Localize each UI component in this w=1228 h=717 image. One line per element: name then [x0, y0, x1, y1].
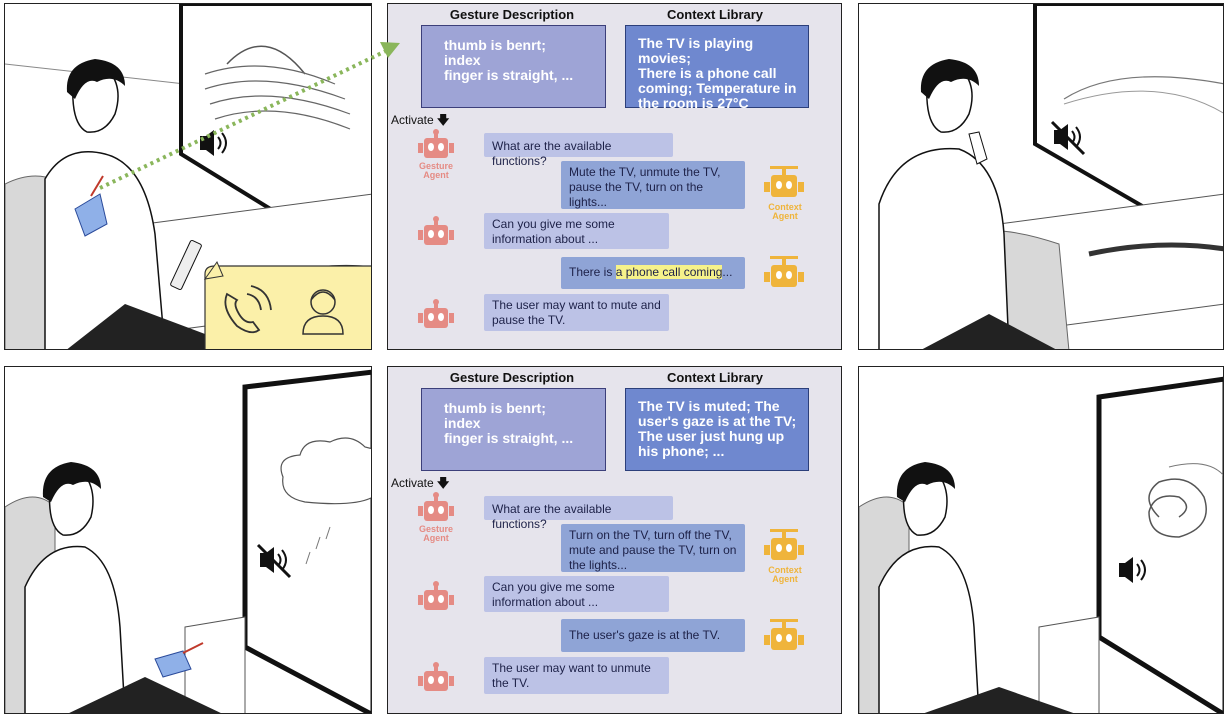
activate-text: Activate: [391, 113, 434, 127]
context-agent-label: Context Agent: [764, 566, 806, 584]
message-text: The user may want to unmute: [492, 661, 651, 675]
activate-label: Activate 🡇: [391, 111, 449, 132]
context-agent-robot-icon: [764, 166, 804, 197]
gesture-text-line: finger is straight, ...: [444, 67, 574, 83]
gesture-description-header: Gesture Description: [449, 370, 575, 385]
message-text: information about ...: [492, 595, 599, 609]
gesture-agent-message: What are the available functions?: [484, 133, 673, 168]
context-agent-message: Mute the TV, unmute the TV, pause the TV…: [561, 161, 745, 209]
context-text-line: There is a phone call: [638, 65, 777, 81]
scene-phone-call-illustration: [5, 4, 371, 349]
agent-label-line: Gesture: [418, 524, 453, 534]
message-text: the TV.: [492, 676, 530, 690]
gesture-description-box: thumb is benrt; index finger is straight…: [421, 388, 606, 471]
context-text-line: coming; Temperature in: [638, 80, 797, 96]
message-text: mute and pause the TV, turn on: [569, 543, 737, 557]
panel-top-left: [4, 3, 372, 350]
context-text-line: user's gaze is at the TV;: [638, 413, 797, 429]
context-library-box: The TV is muted; The user's gaze is at t…: [625, 388, 809, 471]
agent-label-line: Agent: [423, 170, 449, 180]
scene-pointing-gesture-illustration: [5, 369, 371, 713]
arrow-down-icon: 🡇: [437, 113, 450, 127]
gesture-agent-robot-icon: [418, 129, 454, 158]
message-text: Mute the TV, unmute the TV,: [569, 165, 721, 179]
context-text-line: The TV is playing movies;: [638, 35, 754, 66]
gesture-agent-label: Gesture Agent: [415, 525, 457, 543]
speaker-muted-icon: [256, 543, 292, 579]
message-text: pause the TV, turn on the: [569, 180, 704, 194]
gesture-agent-robot-icon: [418, 581, 454, 610]
gesture-agent-message: The user may want to mute and pause the …: [484, 294, 669, 331]
context-library-header: Context Library: [666, 7, 764, 22]
gesture-agent-message: What are the available functions?: [484, 496, 673, 531]
gesture-text-line: finger is straight, ...: [444, 430, 574, 446]
message-text: What are the available functions?: [492, 139, 612, 168]
context-agent-robot-icon: [764, 619, 804, 650]
message-text: Turn on the TV, turn off the TV,: [569, 528, 732, 542]
context-text-line: The user just hung up: [638, 428, 785, 444]
message-text: lights...: [569, 195, 608, 209]
scene-unmuted-tv-illustration: [859, 376, 1223, 713]
panel-bottom-left: [4, 366, 372, 714]
context-agent-message: Turn on the TV, turn off the TV, mute an…: [561, 524, 745, 572]
speaker-muted-icon: [1050, 120, 1086, 156]
agent-label-line: Context: [768, 565, 802, 575]
context-library-header: Context Library: [666, 370, 764, 385]
context-agent-message: The user's gaze is at the TV.: [561, 619, 745, 652]
speaker-on-icon: [1119, 557, 1146, 583]
gesture-agent-robot-icon: [418, 216, 454, 245]
activate-text: Activate: [391, 476, 434, 490]
gesture-text-line: thumb is benrt; index: [444, 37, 546, 68]
context-agent-robot-icon: [764, 529, 804, 560]
gesture-text-line: thumb is benrt; index: [444, 400, 546, 431]
context-text-line: his phone; ...: [638, 443, 725, 459]
context-text-line: the room is 27°C: [638, 95, 749, 111]
gesture-agent-robot-icon: [418, 662, 454, 691]
agent-label-line: Agent: [772, 211, 798, 221]
panel-top-right: [858, 3, 1224, 350]
message-text: Can you give me some: [492, 580, 615, 594]
gesture-description-header: Gesture Description: [449, 7, 575, 22]
gesture-agent-message: Can you give me some information about .…: [484, 576, 669, 612]
gesture-agent-message: The user may want to unmute the TV.: [484, 657, 669, 694]
context-agent-robot-icon: [764, 256, 804, 287]
context-text-line: The TV is muted; The: [638, 398, 780, 414]
context-agent-label: Context Agent: [764, 203, 806, 221]
message-text: There is: [569, 265, 616, 279]
message-text: The user may want to mute and: [492, 298, 661, 312]
phone-ringing-icon: [224, 285, 272, 334]
message-text: the lights...: [569, 558, 628, 572]
panel-bottom-right: [858, 366, 1224, 714]
context-agent-message: There is a phone call coming...: [561, 257, 745, 289]
agent-label-line: Agent: [772, 574, 798, 584]
highlighted-text: a phone call coming: [615, 265, 723, 279]
gesture-agent-robot-icon: [418, 299, 454, 328]
message-text: Can you give me some: [492, 217, 615, 231]
gesture-description-box: thumb is benrt; index finger is straight…: [421, 25, 606, 108]
message-text: pause the TV.: [492, 313, 566, 327]
message-text: What are the available functions?: [492, 502, 612, 531]
gesture-agent-label: Gesture Agent: [415, 162, 457, 180]
arrow-down-icon: 🡇: [437, 476, 450, 490]
message-text: The user's gaze is at the TV.: [569, 628, 721, 642]
scene-muted-tv-illustration: [878, 4, 1223, 349]
agent-label-line: Agent: [423, 533, 449, 543]
activate-label: Activate 🡇: [391, 474, 449, 495]
agent-label-line: Context: [768, 202, 802, 212]
gesture-agent-robot-icon: [418, 492, 454, 521]
message-text: information about ...: [492, 232, 599, 246]
person-icon: [302, 289, 344, 335]
gesture-agent-message: Can you give me some information about .…: [484, 213, 669, 249]
message-text: ...: [722, 265, 733, 279]
context-library-box: The TV is playing movies; There is a pho…: [625, 25, 809, 111]
agent-label-line: Gesture: [418, 161, 453, 171]
